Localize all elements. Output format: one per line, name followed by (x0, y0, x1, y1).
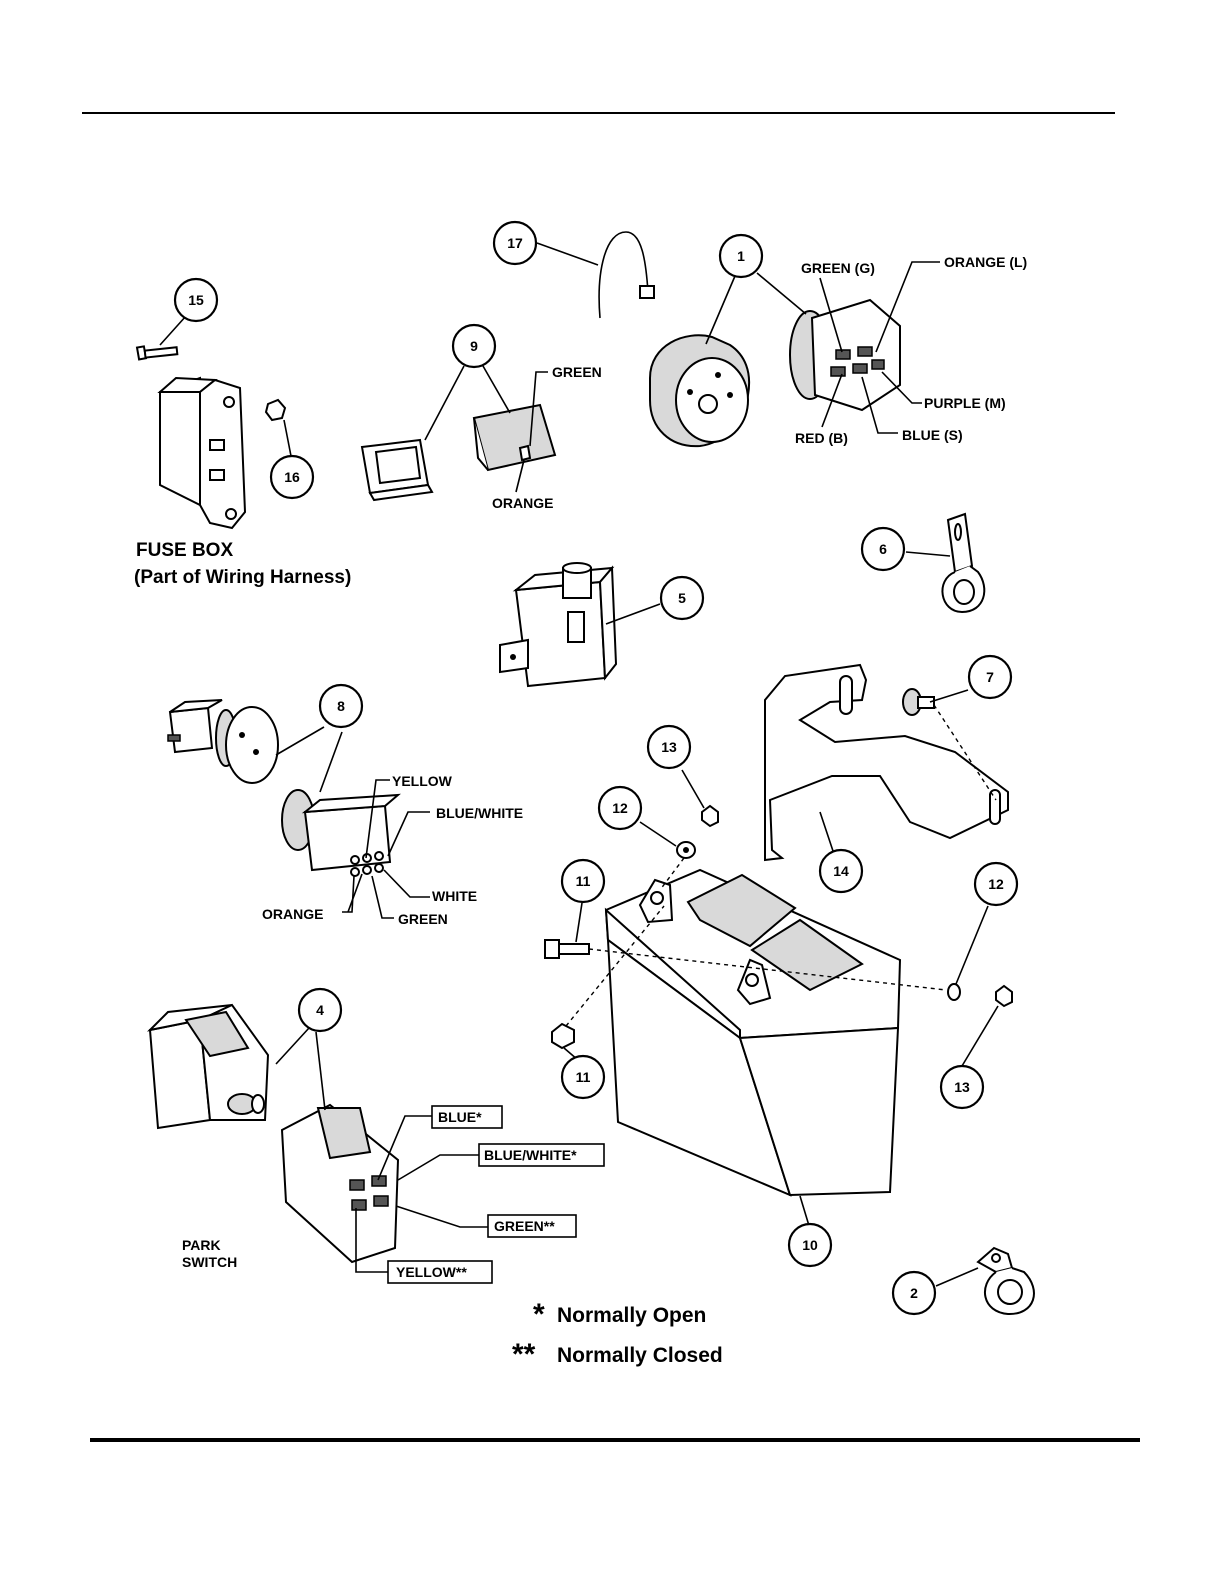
label-orange: ORANGE (262, 906, 323, 922)
part-2-clamp (936, 1248, 1034, 1314)
svg-text:16: 16 (284, 469, 300, 485)
park-switch-label-2: SWITCH (182, 1254, 237, 1270)
label-orange-l: ORANGE (L) (944, 254, 1027, 270)
fuse-box-subtitle: (Part of Wiring Harness) (134, 567, 351, 588)
callout-9: 9 (453, 325, 495, 367)
label-blue-s: BLUE (S) (902, 427, 963, 443)
label-purple-m: PURPLE (M) (924, 395, 1006, 411)
callout-12: 12 (599, 787, 641, 829)
callout-13: 13 (941, 1066, 983, 1108)
svg-text:9: 9 (470, 338, 478, 354)
part-1-ignition-switch (650, 262, 940, 446)
callout-8: 8 (320, 685, 362, 727)
part-17-jumper-wire (537, 232, 654, 318)
svg-text:8: 8 (337, 698, 345, 714)
callout-1: 1 (720, 235, 762, 277)
label-orange: ORANGE (492, 495, 553, 511)
label-white: WHITE (432, 888, 477, 904)
callout-17: 17 (494, 222, 536, 264)
callout-11: 11 (562, 1056, 604, 1098)
label-blue-white-no: BLUE/WHITE* (484, 1147, 577, 1163)
part-5-seat-switch (500, 563, 660, 686)
label-red-b: RED (B) (795, 430, 848, 446)
part-14-battery-bracket (765, 665, 1008, 860)
label-green-nc: GREEN** (494, 1218, 555, 1234)
part-6-clamp (906, 514, 984, 612)
label-green-g: GREEN (G) (801, 260, 875, 276)
legend-double-star: ** (512, 1338, 536, 1371)
svg-text:17: 17 (507, 235, 523, 251)
callout-6: 6 (862, 528, 904, 570)
callout-4: 4 (299, 989, 341, 1031)
svg-text:12: 12 (612, 800, 628, 816)
svg-text:7: 7 (986, 669, 994, 685)
label-yellow: YELLOW (392, 773, 453, 789)
svg-text:13: 13 (954, 1079, 970, 1095)
svg-text:14: 14 (833, 863, 849, 879)
part-10-battery (606, 870, 900, 1229)
callout-15: 15 (175, 279, 217, 321)
label-green: GREEN (398, 911, 448, 927)
callout-11: 11 (562, 860, 604, 902)
label-blue-no: BLUE* (438, 1109, 482, 1125)
label-green: GREEN (552, 364, 602, 380)
fuse-box-caption: FUSE BOX (Part of Wiring Harness) (134, 540, 351, 588)
label-blue-white: BLUE/WHITE (436, 805, 523, 821)
svg-text:11: 11 (576, 873, 591, 889)
svg-text:12: 12 (988, 876, 1004, 892)
legend: * Normally Open ** Normally Closed (512, 1298, 723, 1371)
part-8-switch (168, 700, 430, 918)
part-4-park-switch (150, 1005, 488, 1272)
fuse-box-title: FUSE BOX (136, 540, 233, 561)
svg-text:15: 15 (188, 292, 204, 308)
callout-14: 14 (820, 850, 862, 892)
legend-normally-open: Normally Open (557, 1304, 706, 1327)
part-15-16-fuse-box (137, 316, 291, 528)
svg-text:1: 1 (737, 248, 745, 264)
label-yellow-nc: YELLOW** (396, 1264, 467, 1280)
legend-normally-closed: Normally Closed (557, 1344, 723, 1367)
svg-text:4: 4 (316, 1002, 324, 1018)
svg-text:2: 2 (910, 1285, 918, 1301)
park-switch-label-1: PARK (182, 1237, 221, 1253)
svg-text:6: 6 (879, 541, 887, 557)
callout-5: 5 (661, 577, 703, 619)
callout-2: 2 (893, 1272, 935, 1314)
legend-single-star: * (533, 1298, 545, 1331)
svg-text:10: 10 (802, 1237, 818, 1253)
svg-text:5: 5 (678, 590, 686, 606)
svg-text:13: 13 (661, 739, 677, 755)
callout-12: 12 (975, 863, 1017, 905)
svg-text:11: 11 (576, 1069, 591, 1085)
callout-7: 7 (969, 656, 1011, 698)
part-9-hour-meter (362, 366, 555, 500)
callout-16: 16 (271, 456, 313, 498)
callout-13: 13 (648, 726, 690, 768)
callout-10: 10 (789, 1224, 831, 1266)
